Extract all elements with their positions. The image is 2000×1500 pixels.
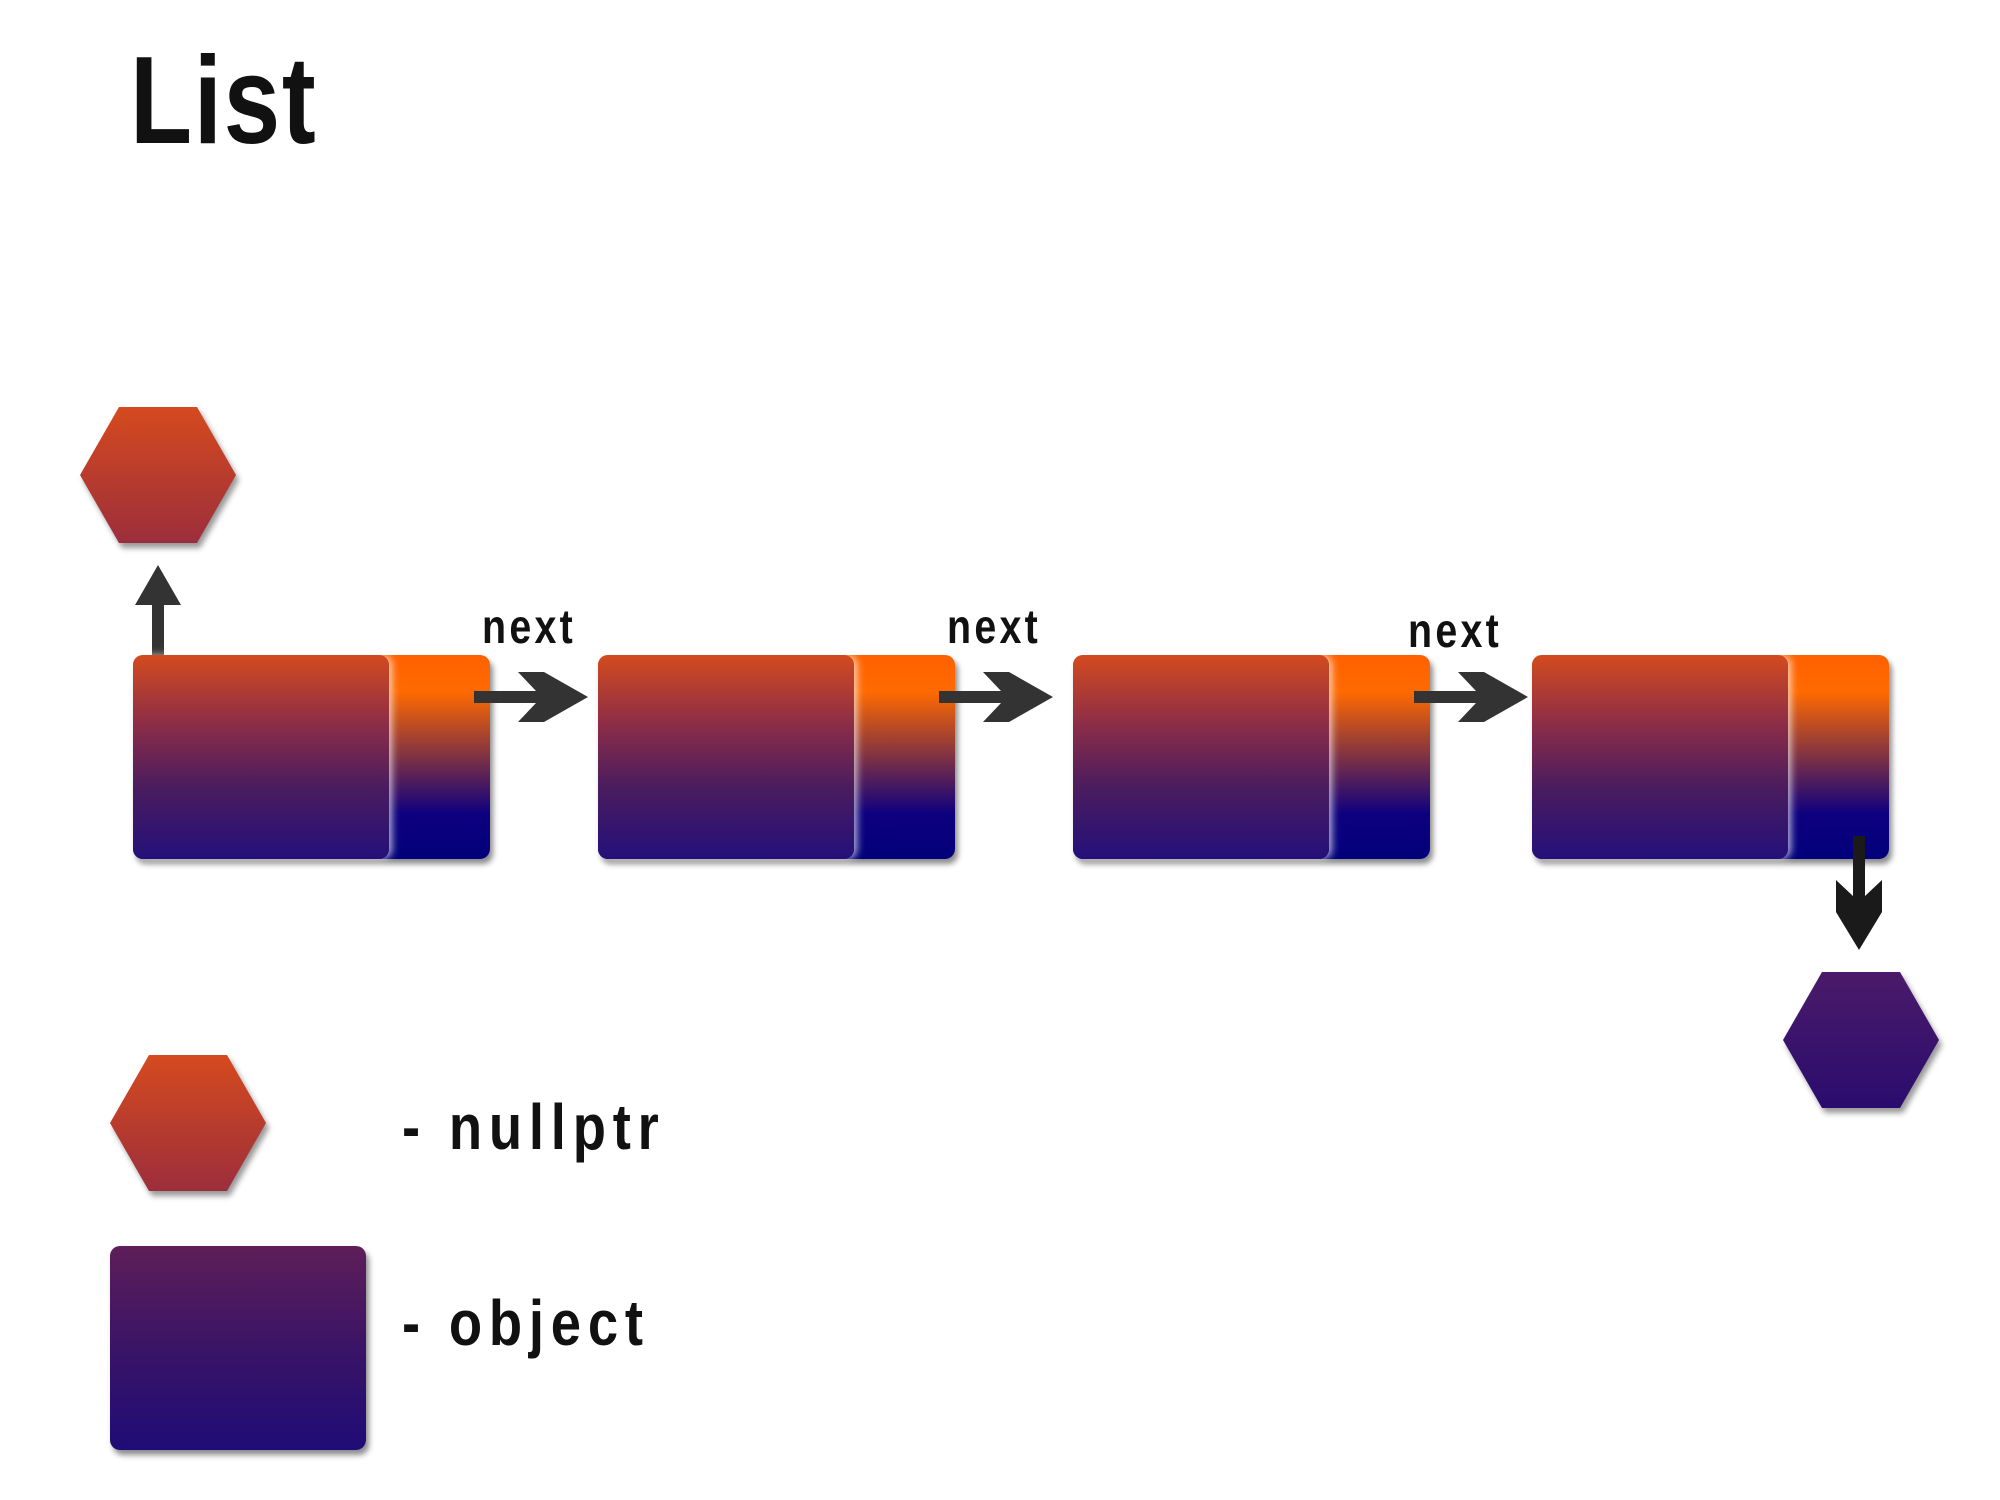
next-label-3: next [1408, 605, 1503, 658]
legend-nullptr-hexagon [110, 1055, 266, 1191]
node-object [598, 655, 854, 859]
next-arrow-icon [939, 672, 1053, 722]
head-nullptr-hexagon [80, 407, 236, 543]
tail-nullptr-hexagon [1783, 972, 1939, 1108]
node-object [1073, 655, 1329, 859]
list-node-4 [1532, 655, 1889, 859]
next-label-2: next [947, 601, 1042, 654]
node-object [133, 655, 389, 859]
prev-arrow-up-icon [135, 565, 181, 679]
legend-nullptr-label: - nullptr [402, 1091, 666, 1163]
next-arrow-icon [1414, 672, 1528, 722]
list-node-3 [1073, 655, 1430, 859]
node-object [1532, 655, 1788, 859]
next-arrow-icon [474, 672, 588, 722]
list-node-2 [598, 655, 955, 859]
legend-object-label: - object [402, 1287, 650, 1359]
legend-object-square [110, 1246, 366, 1450]
next-arrow-down-icon [1836, 836, 1882, 950]
next-label-1: next [482, 601, 577, 654]
list-node-1 [133, 655, 490, 859]
page-title: List [130, 32, 318, 170]
